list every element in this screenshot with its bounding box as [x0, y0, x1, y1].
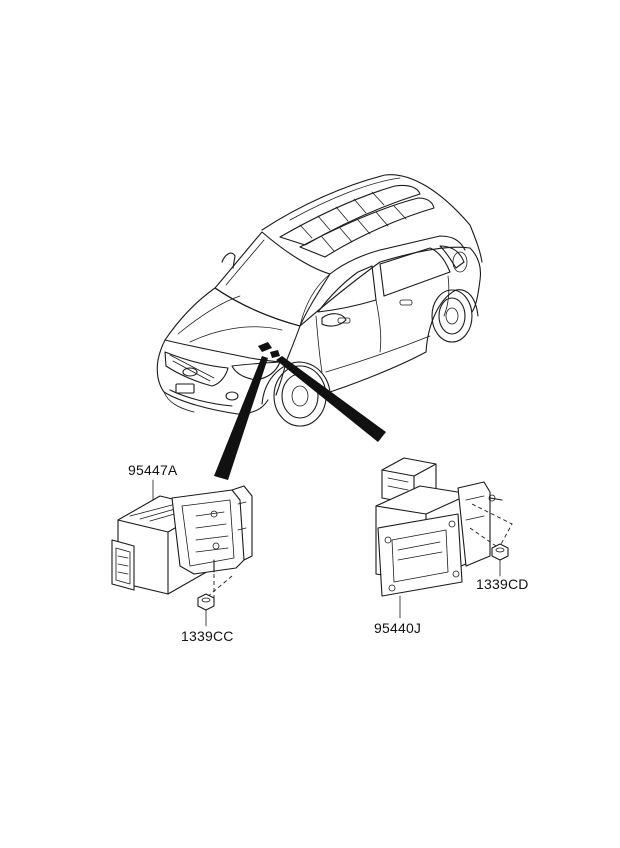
module-95447a-drawing — [111, 479, 253, 627]
leader-pointers — [214, 356, 386, 480]
part-label-nut-right: 1339CD — [476, 576, 529, 592]
module-95440j-drawing — [375, 457, 513, 619]
leader-to-module-right — [276, 356, 386, 442]
leader-to-module-left — [214, 356, 268, 480]
part-label-module-right: 95440J — [374, 620, 422, 636]
vehicle-illustration — [156, 174, 483, 427]
part-label-module-left: 95447A — [128, 462, 178, 478]
part-label-nut-left: 1339CC — [181, 628, 234, 644]
